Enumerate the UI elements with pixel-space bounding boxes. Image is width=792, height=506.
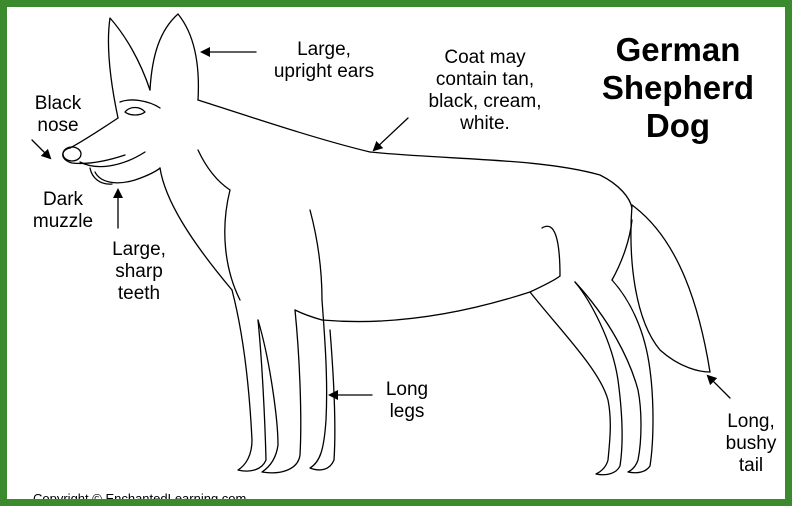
front-leg-outline (232, 290, 266, 471)
label-ears-line-1: Large, (249, 39, 399, 61)
label-tail-line-3: tail (711, 455, 791, 477)
arrow-nose (32, 140, 50, 158)
label-tail-line-2: bushy (711, 433, 791, 455)
label-nose-line-1: Black (15, 93, 101, 115)
hind-thigh-outline (542, 226, 560, 276)
tail-upper-outline (632, 205, 710, 372)
label-muzzle-line-2: muzzle (15, 211, 111, 233)
label-ears: Large, upright ears (249, 39, 399, 83)
label-muzzle: Dark muzzle (15, 189, 111, 233)
label-coat: Coat may contain tan, black, cream, whit… (405, 47, 565, 135)
back-outline (370, 152, 632, 208)
label-tail: Long, bushy tail (711, 411, 791, 477)
title-line-1: German (573, 31, 783, 69)
title-line-2: Shepherd (573, 69, 783, 107)
right-ear-outline (150, 14, 198, 100)
label-legs-line-1: Long (369, 379, 445, 401)
label-teeth-line-2: sharp (91, 261, 187, 283)
label-teeth: Large, sharp teeth (91, 239, 187, 305)
left-ear-outline (108, 18, 150, 118)
arrow-tail (708, 376, 730, 398)
hip-outline (612, 220, 632, 280)
label-coat-line-3: black, cream, (405, 91, 565, 113)
label-tail-line-1: Long, (711, 411, 791, 433)
tail-lower-outline (631, 205, 710, 372)
front-leg-back-outline (310, 300, 335, 470)
elbow-outline (310, 210, 322, 300)
label-teeth-line-1: Large, (91, 239, 187, 261)
label-teeth-line-3: teeth (91, 283, 187, 305)
label-legs-line-2: legs (369, 401, 445, 423)
chest-lower-outline (295, 310, 322, 320)
label-coat-line-2: contain tan, (405, 69, 565, 91)
nose-shape (63, 147, 81, 161)
label-coat-line-1: Coat may (405, 47, 565, 69)
label-nose-line-2: nose (15, 115, 101, 137)
belly-outline (322, 276, 560, 322)
brow-outline (120, 100, 160, 108)
label-coat-line-4: white. (405, 113, 565, 135)
hind-leg-2-outline (575, 280, 653, 473)
copyright-notice: Copyright © EnchantedLearning.com (33, 491, 246, 506)
eye-outline (125, 108, 145, 116)
jaw-outline (95, 168, 160, 183)
label-ears-line-2: upright ears (249, 61, 399, 83)
page-title: German Shepherd Dog (573, 31, 783, 145)
label-legs: Long legs (369, 379, 445, 423)
label-muzzle-line-1: Dark (15, 189, 111, 211)
hind-leg-outline (530, 282, 622, 475)
title-line-3: Dog (573, 107, 783, 145)
front-leg-2-outline (258, 310, 301, 473)
label-nose: Black nose (15, 93, 101, 137)
neck-front-outline (198, 150, 230, 190)
arrow-coat (374, 118, 408, 150)
neck-back-outline (198, 100, 370, 152)
